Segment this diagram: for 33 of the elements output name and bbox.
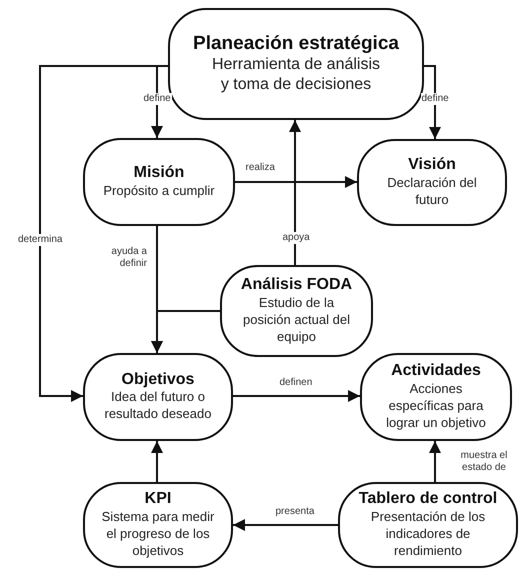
node-description: Declaración del futuro — [386, 174, 478, 209]
node-title: Actividades — [391, 362, 481, 381]
node-description: Herramienta de análisis y toma de decisiones — [210, 54, 382, 95]
node-description: Estudio de la posición actual del equipo — [242, 294, 351, 346]
node-title: Visión — [408, 156, 456, 175]
arrow — [429, 441, 441, 482]
node-description: Presentación de los indicadores de rendimiento — [370, 508, 486, 560]
rounded-box — [360, 353, 512, 441]
node-description: Acciones específicas para lograr un objetivo — [385, 380, 487, 432]
node-title: Análisis FODA — [240, 276, 352, 295]
arrow — [151, 441, 163, 482]
arrow — [233, 519, 338, 531]
node-title: Misión — [134, 164, 184, 183]
edge-label: determina — [17, 234, 64, 246]
arrow — [424, 65, 441, 139]
node-title: Objetivos — [122, 370, 194, 390]
node-title: Tablero de control — [358, 490, 498, 509]
arrow — [235, 176, 357, 188]
edge-label: presenta — [274, 506, 316, 518]
rounded-box — [83, 353, 233, 441]
edge-label: define — [142, 92, 172, 105]
rounded-box — [220, 265, 373, 357]
node-title: KPI — [144, 490, 172, 509]
arrow — [151, 310, 220, 353]
edge-label: apoya — [282, 232, 311, 244]
arrow — [289, 120, 301, 265]
node-description: Idea del futuro o resultado deseado — [104, 389, 212, 424]
rounded-box — [83, 138, 235, 226]
edge-label: define — [420, 92, 450, 105]
node-description: Propósito a cumplir — [103, 182, 215, 200]
arrow — [233, 390, 360, 402]
node-description: Sistema para medir el progreso de los objetivos — [101, 508, 215, 560]
node-title: Planeación estratégica — [193, 33, 399, 55]
